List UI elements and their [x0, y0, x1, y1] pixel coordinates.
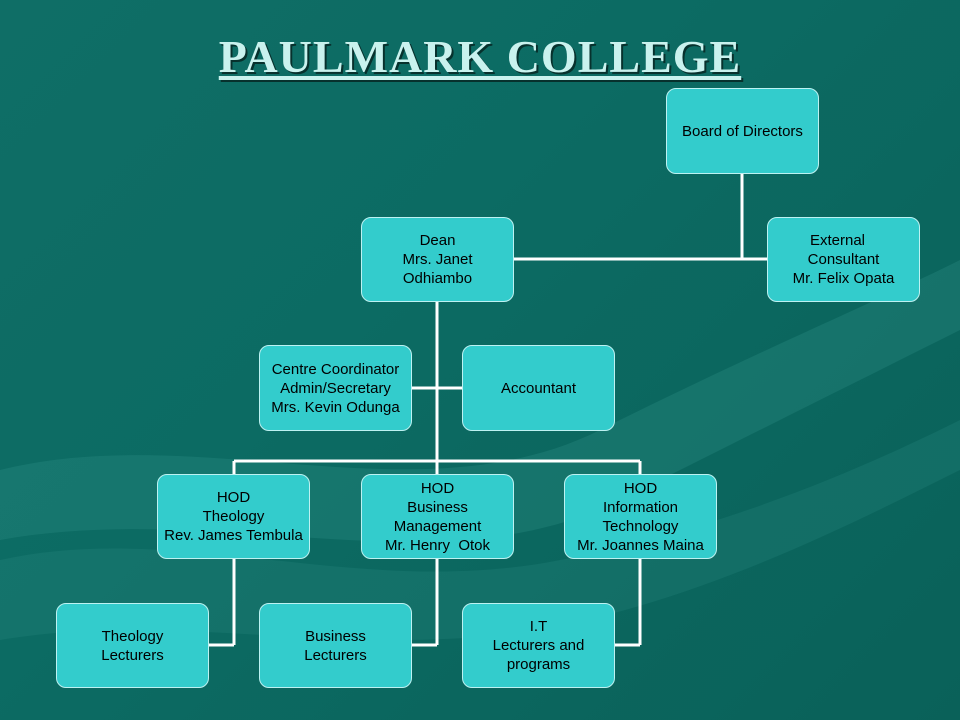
dean-name-line2: Odhiambo: [402, 270, 473, 287]
hod-business-box: HOD Business Management Mr. Henry Otok: [361, 474, 514, 559]
consultant-title-line2: Consultant: [807, 251, 880, 268]
business-lecturers-line2: Lecturers: [304, 646, 367, 664]
hod-theology-title: HOD: [216, 489, 251, 506]
accountant-box: Accountant: [462, 345, 615, 431]
coordinator-role: Admin/Secretary: [280, 379, 391, 397]
board-label: Board of Directors: [682, 122, 803, 140]
consultant-title-line1: External: [809, 232, 866, 249]
it-lecturers-line3: programs: [506, 656, 571, 673]
hod-business-dept-line2: Management: [393, 517, 482, 535]
theology-lecturers-line1: Theology: [101, 627, 164, 645]
dean-title: Dean: [419, 232, 456, 249]
business-lecturers-box: Business Lecturers: [259, 603, 412, 688]
hod-theology-dept: Theology: [202, 508, 265, 525]
accountant-label: Accountant: [500, 379, 577, 397]
coordinator-name: Mrs. Kevin Odunga: [271, 398, 400, 416]
hod-business-dept-line1: Business: [407, 498, 468, 516]
hod-it-dept-line1: Information: [602, 498, 679, 516]
business-lecturers-line1: Business: [305, 627, 366, 645]
consultant-name: Mr. Felix Opata: [792, 270, 895, 287]
hod-business-title: HOD: [420, 479, 455, 497]
dean-box: Dean Mrs. Janet Odhiambo: [361, 217, 514, 302]
centre-coordinator-box: Centre Coordinator Admin/Secretary Mrs. …: [259, 345, 412, 431]
theology-lecturers-line2: Lecturers: [101, 646, 164, 664]
board-of-directors-box: Board of Directors: [666, 88, 819, 174]
hod-it-title: HOD: [623, 479, 658, 497]
it-lecturers-line1: I.T: [529, 618, 548, 635]
page-title: PAULMARK COLLEGE: [218, 31, 742, 82]
external-consultant-box: External Consultant Mr. Felix Opata: [767, 217, 920, 302]
dean-name-line1: Mrs. Janet: [402, 251, 473, 268]
hod-business-name: Mr. Henry Otok: [384, 536, 491, 554]
it-lecturers-box: I.T Lecturers and programs: [462, 603, 615, 688]
hod-theology-name: Rev. James Tembula: [164, 527, 303, 544]
coordinator-title: Centre Coordinator: [271, 360, 400, 378]
hod-theology-box: HOD Theology Rev. James Tembula: [157, 474, 310, 559]
hod-it-box: HOD Information Technology Mr. Joannes M…: [564, 474, 717, 559]
it-lecturers-line2: Lecturers and: [492, 637, 585, 654]
hod-it-name: Mr. Joannes Maina: [577, 536, 704, 554]
hod-it-dept-line2: Technology: [602, 517, 679, 535]
theology-lecturers-box: Theology Lecturers: [56, 603, 209, 688]
